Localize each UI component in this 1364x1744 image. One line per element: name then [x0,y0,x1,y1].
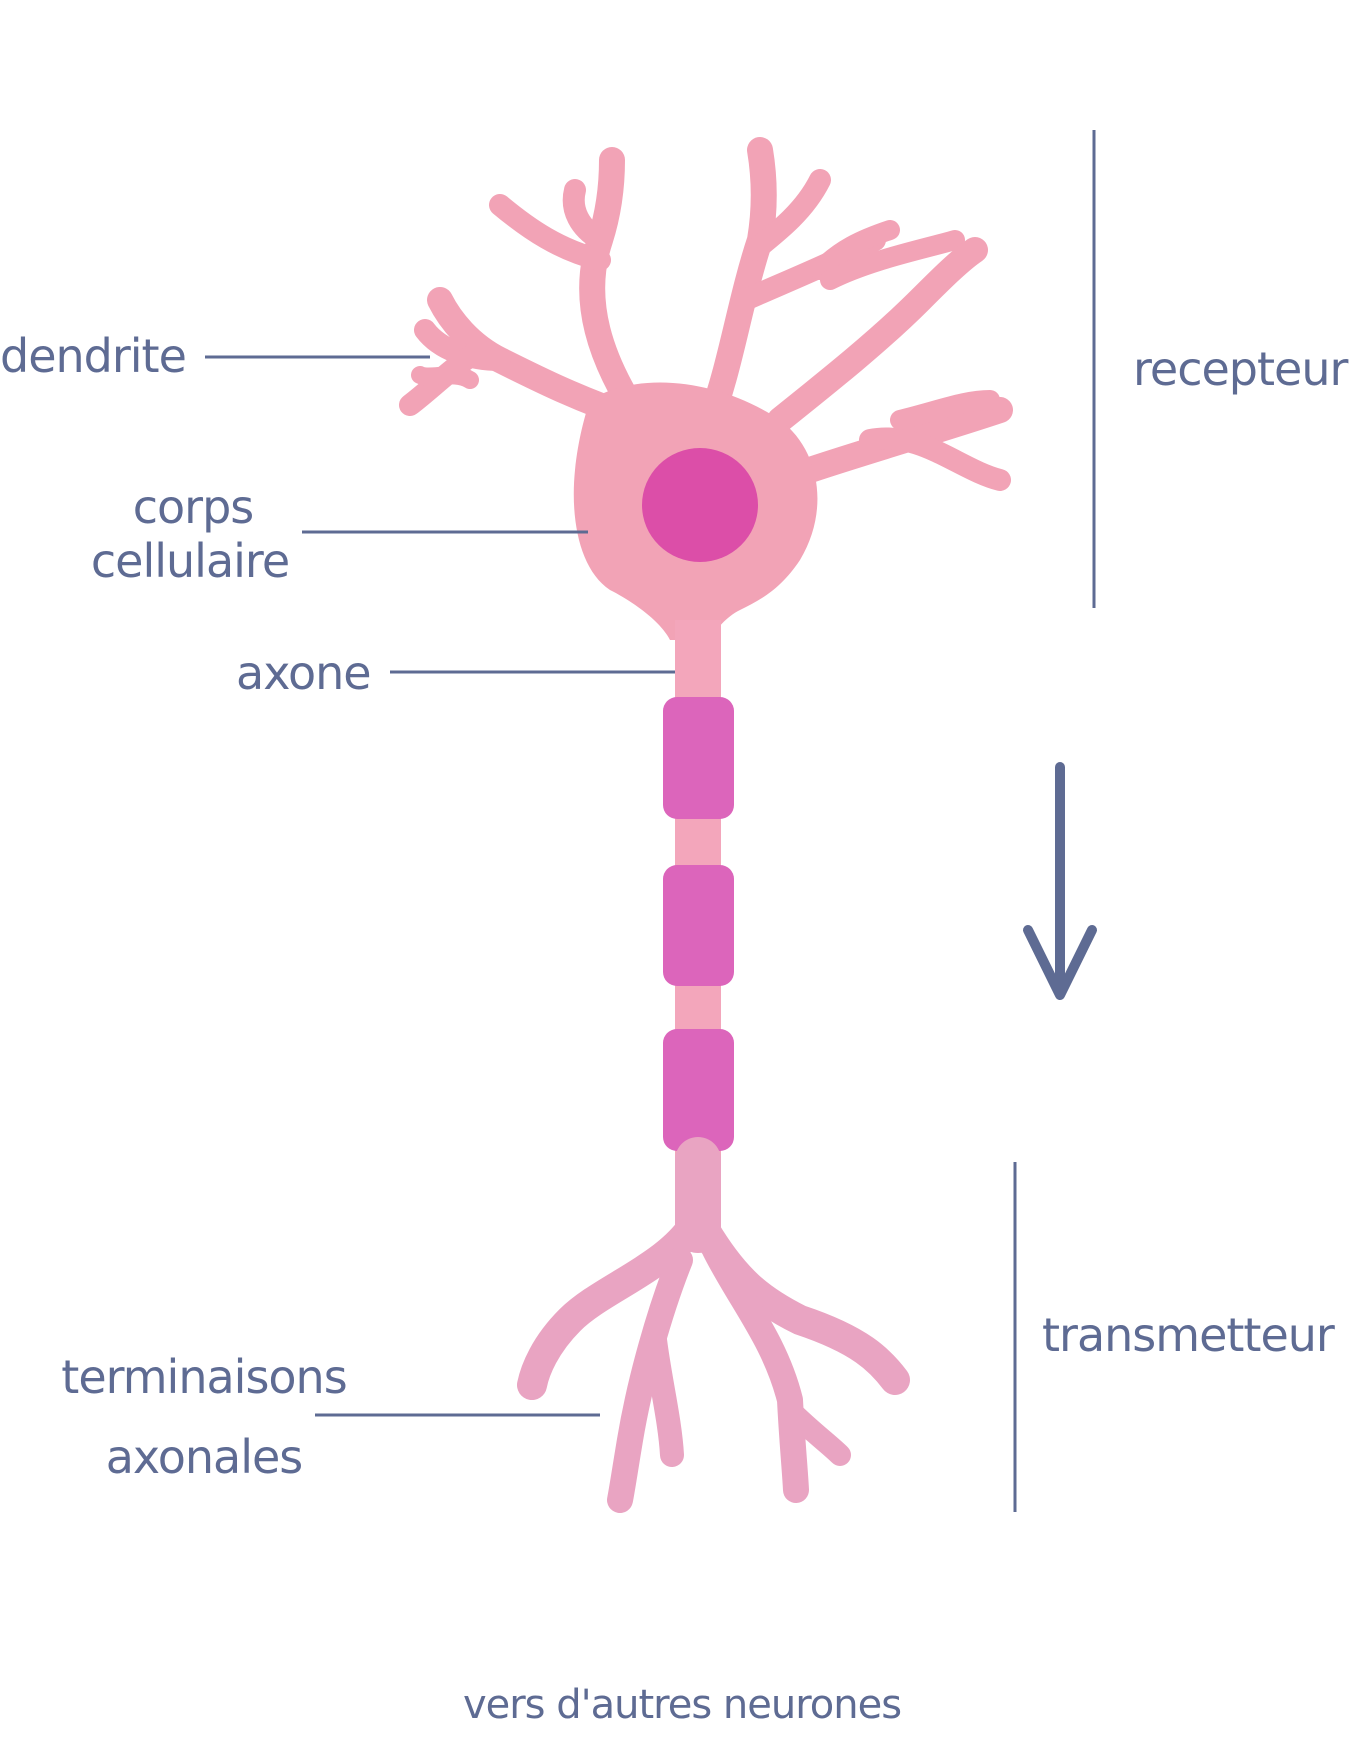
terminaisons-label-line2: axonales [105,1430,304,1484]
axon-terminals [517,1137,910,1513]
arrow-down-icon [1023,762,1097,1000]
corps-label-line2: cellulaire [90,534,290,588]
myelin-sheath [663,697,734,1151]
myelin-segment [663,1029,734,1151]
nucleus [642,448,758,562]
myelin-segment [663,865,734,986]
axone-label: axone [236,646,372,700]
transmetteur-label: transmetteur [1042,1308,1335,1362]
dendrites [399,137,1013,491]
corps-label-line1: corps [132,480,255,534]
leader-lines [205,355,675,1417]
dendrite-label: dendrite [0,329,187,383]
terminaisons-label-line1: terminaisons [61,1350,347,1404]
myelin-segment [663,697,734,819]
recepteur-label: recepteur [1133,342,1348,396]
footer-caption: vers d'autres neurones [462,1682,902,1728]
